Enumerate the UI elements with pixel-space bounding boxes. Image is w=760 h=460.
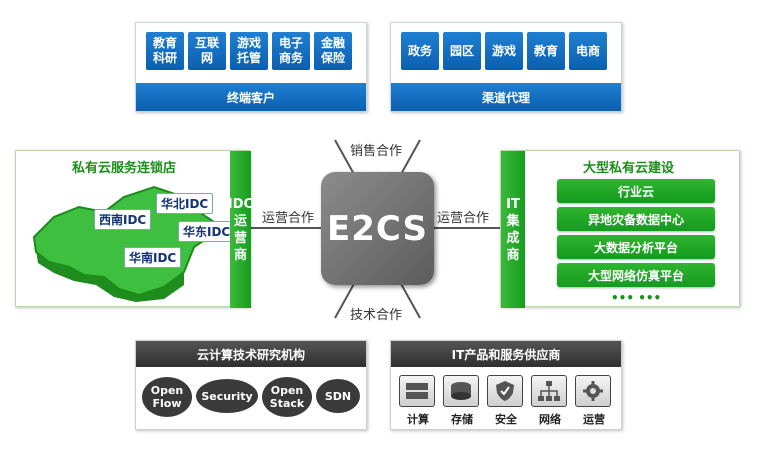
customer-tile-finance: 金融 保险 [314, 32, 352, 70]
terminal-customers-panel: 教育 科研 互联 网 游戏 托管 电子 商务 金融 保险 终端客户 [135, 22, 367, 112]
bubble-security: Security [196, 379, 258, 413]
map-label-east-idc: 华东IDC [178, 221, 236, 242]
china-map-icon [32, 185, 216, 302]
large-private-cloud-panel: IT 集 成 商 大型私有云建设 行业云 异地灾备数据中心 大数据分析平台 大型… [500, 150, 740, 308]
network-icon [531, 375, 567, 407]
customer-tile-internet: 互联 网 [188, 32, 226, 70]
more-indicator: ••• ••• [611, 291, 662, 305]
item-disaster-recovery: 异地灾备数据中心 [557, 207, 715, 231]
server-icon [399, 375, 435, 407]
private-cloud-chain-panel: 私有云服务连锁店 华北IDC 西南IDC 华东IDC 华南IDC IDC 运 营… [15, 150, 253, 308]
channel-tile-government: 政务 [401, 32, 439, 70]
item-industry-cloud: 行业云 [557, 179, 715, 203]
research-title: 云计算技术研究机构 [136, 341, 366, 367]
it-vendors-panel: IT产品和服务供应商 计算 存储 安全 网络 运营 [390, 340, 622, 430]
service-security: 安全 [487, 375, 525, 427]
item-big-data: 大数据分析平台 [557, 235, 715, 259]
map-label-south-idc: 华南IDC [124, 247, 182, 268]
sales-cooperation-label: 销售合作 [350, 144, 403, 159]
item-network-sim: 大型网络仿真平台 [557, 263, 715, 287]
channel-agents-panel: 政务 园区 游戏 教育 电商 渠道代理 [390, 22, 622, 112]
map-label-southwest-idc: 西南IDC [94, 209, 152, 230]
idc-operator-strip: IDC 运 营 商 [228, 151, 253, 308]
service-network: 网络 [531, 375, 569, 427]
map-label-north-idc: 华北IDC [156, 193, 214, 214]
service-operation: 运营 [575, 375, 613, 427]
bubble-sdn: SDN [316, 379, 360, 413]
customer-tile-education: 教育 科研 [146, 32, 184, 70]
storage-icon [443, 375, 479, 407]
research-panel: 云计算技术研究机构 Open Flow Security Open Stack … [135, 340, 367, 430]
e2cs-chip: E2CS [321, 172, 434, 285]
right-operation-cooperation-label: 运营合作 [437, 211, 490, 226]
channel-tile-ecommerce: 电商 [569, 32, 607, 70]
left-operation-cooperation-label: 运营合作 [262, 211, 315, 226]
terminal-customers-label: 终端客户 [136, 83, 366, 111]
customer-tile-gaming: 游戏 托管 [230, 32, 268, 70]
channel-tile-education: 教育 [527, 32, 565, 70]
channel-tile-gaming: 游戏 [485, 32, 523, 70]
customer-tile-ecommerce: 电子 商务 [272, 32, 310, 70]
bubble-openstack: Open Stack [262, 377, 312, 417]
service-compute: 计算 [399, 375, 437, 427]
shield-icon [487, 375, 523, 407]
channel-agents-label: 渠道代理 [391, 83, 621, 111]
large-private-cloud-title: 大型私有云建设 [583, 161, 675, 176]
bubble-openflow: Open Flow [142, 377, 192, 417]
tech-cooperation-label: 技术合作 [350, 308, 403, 323]
it-integrator-strip: IT 集 成 商 [501, 151, 525, 308]
private-cloud-chain-title: 私有云服务连锁店 [72, 161, 177, 176]
channel-tile-park: 园区 [443, 32, 481, 70]
gear-icon [575, 375, 611, 407]
it-vendors-title: IT产品和服务供应商 [391, 341, 621, 367]
service-storage: 存储 [443, 375, 481, 427]
